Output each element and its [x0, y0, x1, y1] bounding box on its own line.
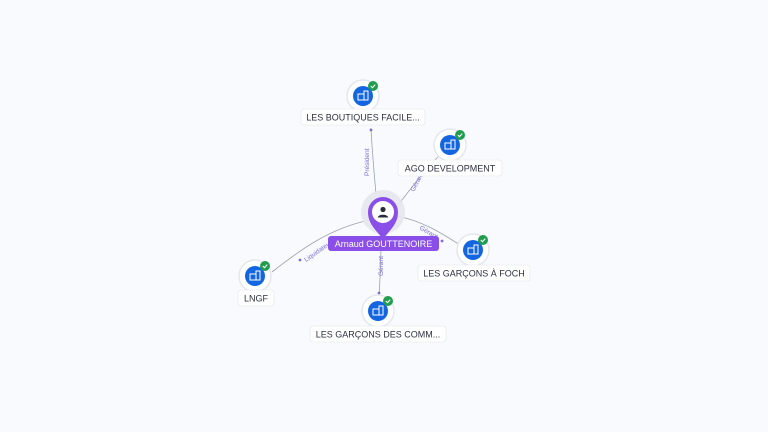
edge-lngf — [271, 219, 371, 273]
building-icon — [372, 305, 384, 316]
verified-badge-icon — [368, 81, 378, 91]
edge-label-les-garcons-des-comm: Gérant — [378, 256, 385, 276]
person-name-label: Arnaud GOUTTENOIRE — [335, 239, 433, 249]
company-label-les-boutiques: LES BOUTIQUES FACILE... — [306, 113, 420, 123]
edge-label-les-boutiques: Président — [364, 148, 371, 176]
building-icon — [467, 244, 479, 255]
building-icon — [357, 90, 369, 101]
company-label-ago-development: AGO DEVELOPMENT — [405, 164, 496, 174]
building-icon — [444, 139, 456, 150]
verified-badge-icon — [260, 261, 270, 271]
edge-les-boutiques — [370, 127, 377, 196]
company-node-lngf[interactable]: LNGF — [237, 259, 275, 307]
verified-badge-icon — [478, 235, 488, 245]
company-node-les-boutiques[interactable]: LES BOUTIQUES FACILE... — [300, 79, 426, 126]
verified-badge-icon — [455, 130, 465, 140]
company-node-les-garcons-des-comm[interactable]: LES GARÇONS DES COMM... — [309, 294, 447, 343]
company-label-les-garcons-des-comm: LES GARÇONS DES COMM... — [316, 330, 441, 340]
verified-badge-icon — [383, 296, 393, 306]
company-node-ago-development[interactable]: AGO DEVELOPMENT — [397, 128, 503, 177]
company-label-lngf: LNGF — [244, 294, 269, 304]
company-label-les-garcons-a-foch: LES GARÇONS À FOCH — [423, 269, 525, 279]
person-node[interactable]: Arnaud GOUTTENOIRE — [328, 190, 439, 251]
person-icon — [377, 206, 389, 218]
company-node-les-garcons-a-foch[interactable]: LES GARÇONS À FOCH — [417, 233, 531, 282]
building-icon — [249, 270, 261, 281]
